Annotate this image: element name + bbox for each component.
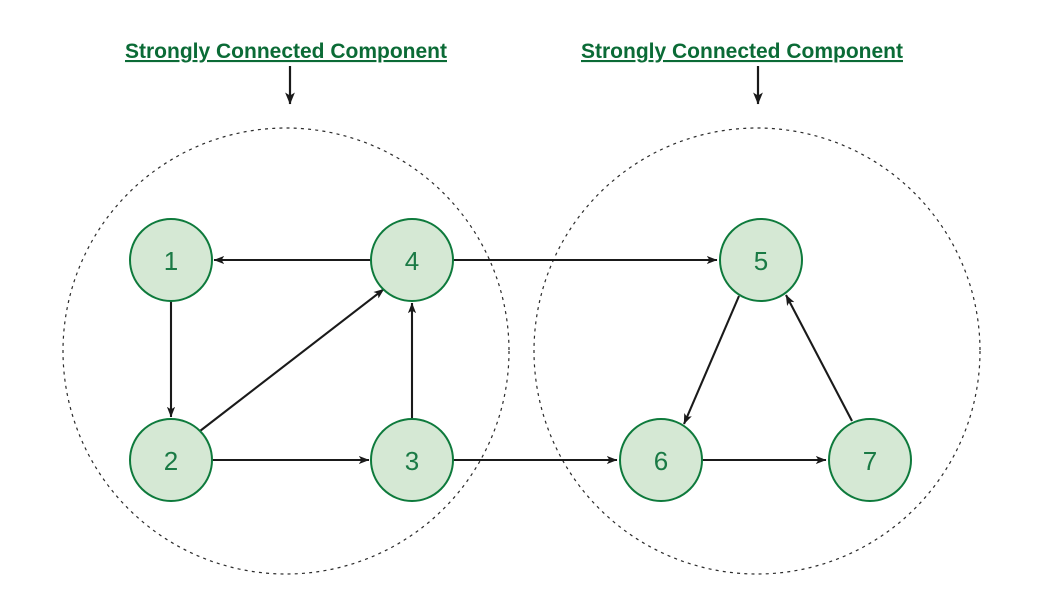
nodes-layer: 1 2 3 4 5 6 7 [129,218,912,502]
node-circle-1[interactable] [129,218,213,302]
edge-5-to-6 [683,295,740,425]
node-circle-2[interactable] [129,418,213,502]
graph-node-6[interactable]: 6 [619,418,703,502]
node-label-6: 6 [654,446,668,476]
edges-layer [166,255,853,465]
graph-node-3[interactable]: 3 [370,418,454,502]
scc-title-label: Strongly Connected Component [581,40,903,63]
node-circle-7[interactable] [828,418,912,502]
node-circle-6[interactable] [619,418,703,502]
node-label-1: 1 [164,246,178,276]
node-label-2: 2 [164,446,178,476]
graph-node-7[interactable]: 7 [828,418,912,502]
annotation-right: Strongly Connected Component [581,40,903,105]
graph-node-2[interactable]: 2 [129,418,213,502]
node-label-7: 7 [863,446,877,476]
scc-boundaries [62,127,981,575]
node-circle-5[interactable] [719,218,803,302]
node-label-4: 4 [405,246,419,276]
node-circle-4[interactable] [370,218,454,302]
edge-7-to-5 [785,294,853,422]
node-circle-3[interactable] [370,418,454,502]
graph-node-5[interactable]: 5 [719,218,803,302]
scc-title-label: Strongly Connected Component [125,40,447,63]
graph-node-4[interactable]: 4 [370,218,454,302]
scc-boundary-right [533,127,981,575]
node-label-5: 5 [754,246,768,276]
node-label-3: 3 [405,446,419,476]
annotations-layer: Strongly Connected Component Strongly Con… [125,40,903,105]
scc-boundary-left [62,127,510,575]
graph-node-1[interactable]: 1 [129,218,213,302]
edge-2-to-4 [199,288,385,432]
annotation-left: Strongly Connected Component [125,40,447,105]
